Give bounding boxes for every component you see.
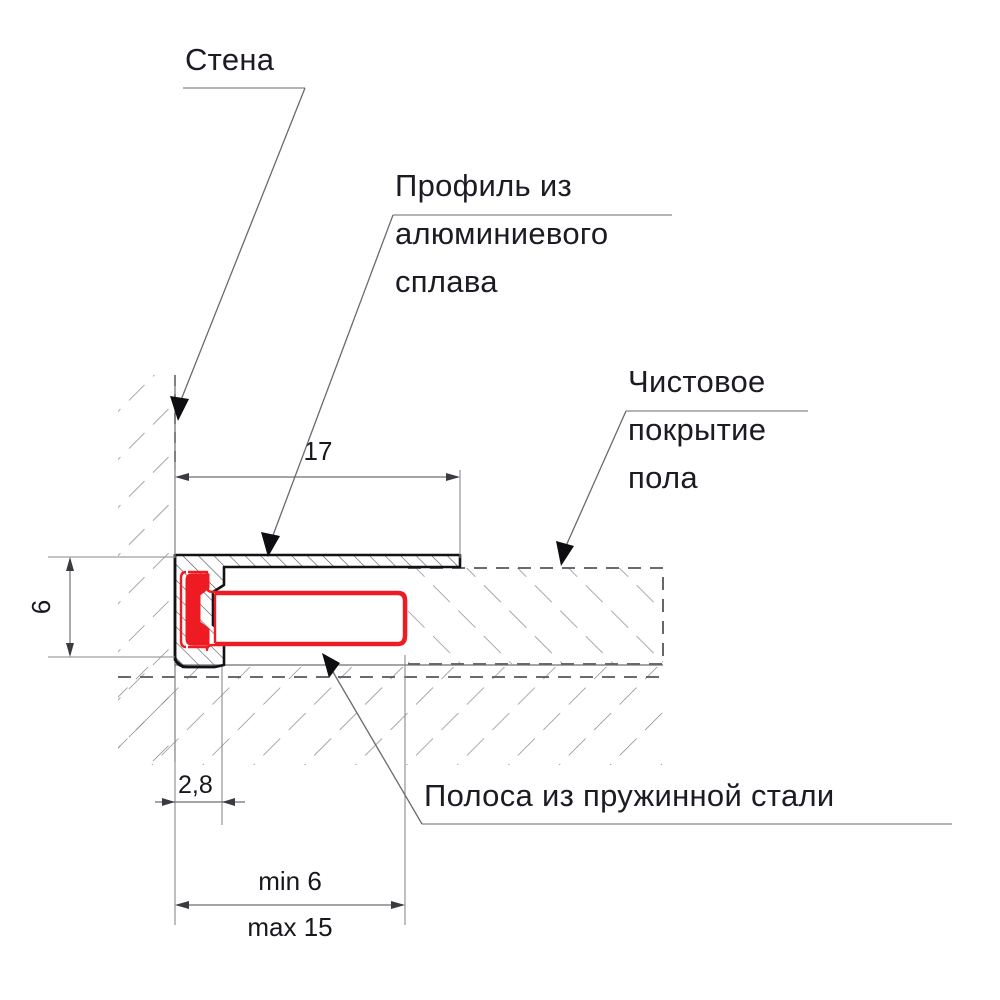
floor-leader-arrow — [556, 541, 574, 566]
floor-label-line-1: покрытие — [628, 412, 766, 447]
floor-leader-line — [565, 410, 627, 547]
dim-depth-arrow-right — [391, 901, 405, 909]
dimension-6-value: 6 — [26, 600, 56, 614]
dim6-arrow-bottom — [66, 643, 74, 657]
floor-finish-section — [408, 567, 664, 665]
profile-cavity-red-outline — [215, 592, 406, 645]
profile-left-wall — [173, 555, 215, 669]
subfloor-section — [118, 664, 663, 765]
spring-steel-left-edge — [179, 570, 187, 649]
profile-label-line-2: сплава — [395, 264, 498, 299]
spring-steel-label-group: Полоса из пружинной стали — [322, 653, 952, 825]
dimension-6-group: 6 — [26, 556, 175, 658]
dim6-arrow-top — [66, 557, 74, 571]
profile-label-line-1: алюминиевого — [395, 216, 608, 251]
spring-steel-strip — [179, 570, 408, 652]
profile-leader-line — [271, 214, 394, 539]
floor-finish-label-group: Чистовое покрытие пола — [556, 364, 808, 566]
wall-label-line-0: Стена — [185, 42, 275, 77]
spring-leader-line — [332, 671, 423, 825]
dimension-min-6-value: min 6 — [258, 866, 322, 896]
dimension-depth-group: min 6 max 15 — [175, 655, 406, 942]
profile-leader-arrow — [261, 532, 280, 557]
dimension-2-8-group: 2,8 — [155, 667, 245, 925]
dim28-arrow-right — [222, 798, 235, 806]
dimension-max-15-value: max 15 — [247, 912, 332, 942]
spring-steel-bar — [185, 573, 210, 646]
floor-finish-hatch-fill — [408, 568, 663, 664]
floor-label-line-2: пола — [628, 460, 698, 495]
wall-leader-arrow — [170, 396, 189, 421]
dim28-arrow-left — [162, 798, 175, 806]
subfloor-hatch-fill — [118, 667, 663, 765]
wall-label-group: Стена — [170, 42, 306, 421]
profile-cavity — [215, 594, 404, 643]
wall-leader-line — [180, 87, 306, 401]
spring-leader-arrow — [322, 653, 340, 678]
aluminium-profile — [173, 553, 462, 669]
floor-label-line-0: Чистовое — [628, 364, 766, 399]
dim17-arrow-left — [175, 473, 189, 481]
dimension-2-8-value: 2,8 — [178, 771, 213, 799]
profile-label-line-0: Профиль из — [395, 168, 572, 203]
spring-label-line-0: Полоса из пружинной стали — [424, 778, 835, 813]
dimension-17-group: 17 — [174, 436, 461, 558]
profile-label-group: Профиль из алюминиевого сплава — [261, 168, 672, 557]
dim17-arrow-right — [446, 473, 460, 481]
dim-depth-arrow-left — [175, 901, 189, 909]
